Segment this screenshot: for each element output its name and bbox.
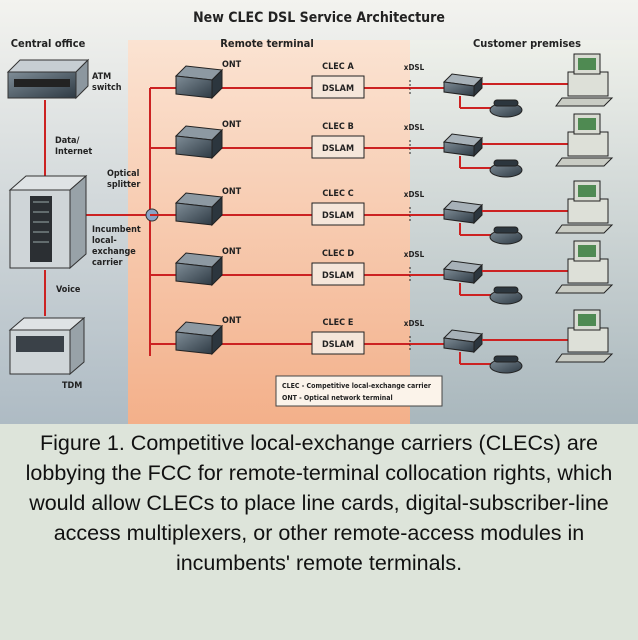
dslam-label: DSLAM <box>322 84 354 94</box>
diagram-title: New CLEC DSL Service Architecture <box>193 10 445 26</box>
dslam-box <box>311 75 365 99</box>
dsl-modem-icon <box>442 200 484 225</box>
ont-device-icon <box>174 192 224 227</box>
clec-label: CLEC E <box>323 318 354 328</box>
clec-label: CLEC B <box>322 122 354 132</box>
telephone-icon <box>489 355 523 374</box>
xdsl-label: xDSL <box>404 123 425 132</box>
clec-label: CLEC C <box>322 189 353 199</box>
telephone-icon <box>489 159 523 178</box>
ont-label: ONT <box>222 247 242 257</box>
tdm-switch-icon <box>8 316 86 376</box>
dslam-box <box>311 202 365 226</box>
dslam-label: DSLAM <box>322 271 354 281</box>
xdsl-label: xDSL <box>404 190 425 199</box>
dslam-label: DSLAM <box>322 211 354 221</box>
voice-label: Voice <box>56 285 81 295</box>
ont-label: ONT <box>222 120 242 130</box>
figure-caption: Figure 1. Competitive local-exchange car… <box>0 424 638 640</box>
remote-row-d: ONT CLEC D DSLAM xDSL <box>150 240 614 305</box>
optical-label: Optical <box>107 169 140 179</box>
switch-label: switch <box>92 83 122 93</box>
dslam-label: DSLAM <box>322 144 354 154</box>
computer-icon <box>555 180 614 234</box>
legend-ont: ONT - Optical network terminal <box>282 394 393 402</box>
legend-clec: CLEC - Competitive local-exchange carrie… <box>282 382 432 390</box>
computer-icon <box>555 53 614 107</box>
central-office-label: Central office <box>11 37 86 50</box>
atm-label: ATM <box>92 72 111 82</box>
dslam-box <box>311 331 365 355</box>
telephone-icon <box>489 99 523 118</box>
computer-icon <box>555 113 614 167</box>
ilec-label-4: carrier <box>92 258 123 268</box>
internet-label: Internet <box>55 147 92 157</box>
dsl-modem-icon <box>442 73 484 98</box>
remote-terminal-label: Remote terminal <box>220 37 313 50</box>
clec-label: CLEC A <box>322 62 354 72</box>
tdm-label: TDM <box>62 381 82 391</box>
remote-terminal-zone <box>128 40 410 424</box>
ont-device-icon <box>174 65 224 100</box>
dslam-box <box>311 135 365 159</box>
ont-device-icon <box>174 321 224 356</box>
ont-label: ONT <box>222 187 242 197</box>
legend-box <box>275 375 443 407</box>
xdsl-label: xDSL <box>404 63 425 72</box>
dsl-modem-icon <box>442 329 484 354</box>
ilec-label-3: exchange <box>92 247 136 257</box>
dsl-modem-icon <box>442 260 484 285</box>
dsl-modem-icon <box>442 133 484 158</box>
ont-device-icon <box>174 252 224 287</box>
remote-row-a: ONT CLEC A DSLAM xDSL <box>150 53 614 118</box>
xdsl-label: xDSL <box>404 319 425 328</box>
remote-row-e: ONT CLEC E DSLAM xDSL <box>150 309 614 374</box>
atm-switch-icon <box>6 58 90 100</box>
central-switch-cabinet-icon <box>8 174 88 270</box>
ont-device-icon <box>174 125 224 160</box>
data-label: Data/ <box>55 136 80 146</box>
architecture-diagram: New CLEC DSL Service Architecture Centra… <box>0 0 638 424</box>
xdsl-label: xDSL <box>404 250 425 259</box>
ont-label: ONT <box>222 316 242 326</box>
telephone-icon <box>489 226 523 245</box>
customer-premises-label: Customer premises <box>473 37 581 50</box>
computer-icon <box>555 240 614 294</box>
dslam-label: DSLAM <box>322 340 354 350</box>
telephone-icon <box>489 286 523 305</box>
remote-row-c: ONT CLEC C DSLAM xDSL <box>150 180 614 245</box>
ont-label: ONT <box>222 60 242 70</box>
ilec-label-1: Incumbent <box>92 225 141 235</box>
remote-row-b: ONT CLEC B DSLAM xDSL <box>150 113 614 178</box>
clec-label: CLEC D <box>322 249 354 259</box>
ilec-label-2: local- <box>92 236 117 246</box>
computer-icon <box>555 309 614 363</box>
dslam-box <box>311 262 365 286</box>
splitter-label: splitter <box>107 180 140 190</box>
